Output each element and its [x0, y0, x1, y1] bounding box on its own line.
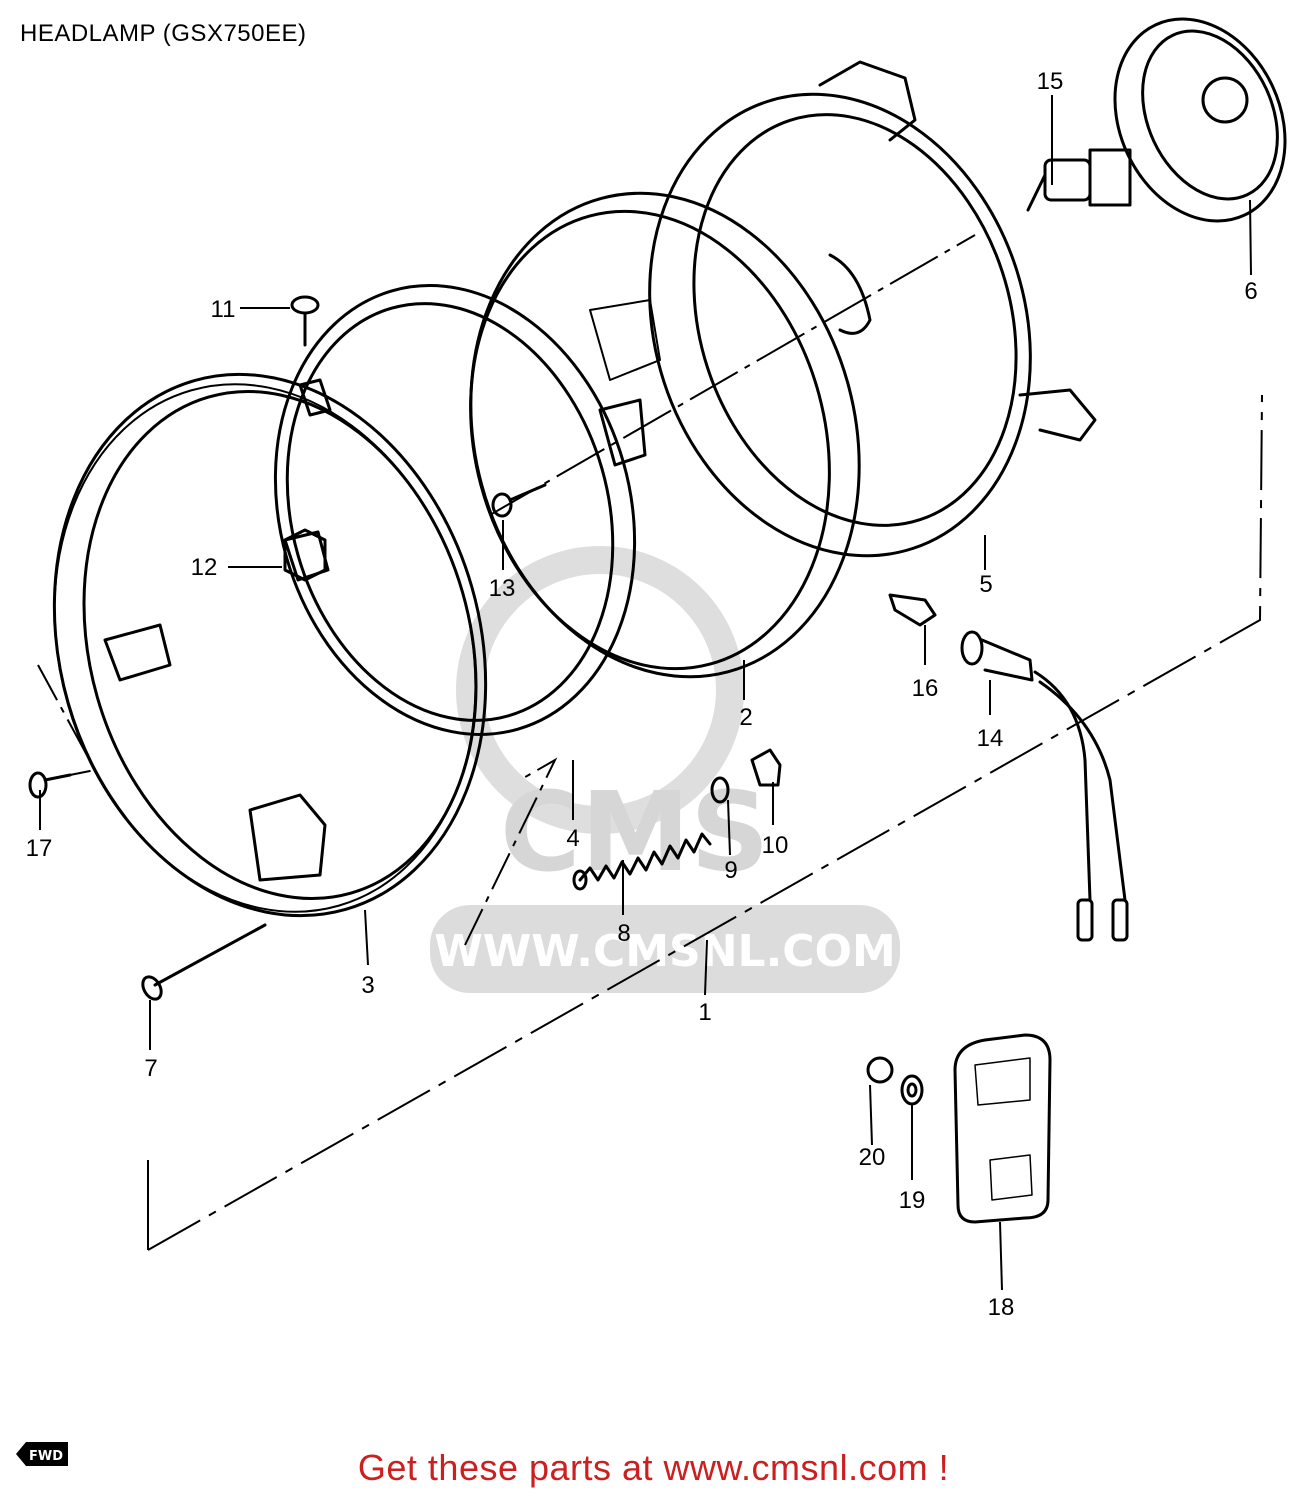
- socket-cover-part: [1113, 17, 1287, 223]
- nut-12-part: [283, 528, 327, 582]
- callout-7: 7: [144, 1055, 157, 1082]
- callout-19: 19: [899, 1187, 926, 1214]
- screw-11-part: [290, 295, 320, 347]
- spring-part: [572, 832, 712, 891]
- footer-link-text[interactable]: Get these parts at www.cmsnl.com !: [357, 1447, 950, 1488]
- reflector-part: [953, 1033, 1052, 1224]
- callout-16: 16: [912, 675, 939, 702]
- diagram-title: HEADLAMP (GSX750EE): [20, 20, 307, 47]
- inner-ring-part: [273, 284, 637, 736]
- fwd-arrow-icon: FWD: [16, 1442, 68, 1466]
- callout-10: 10: [762, 832, 789, 859]
- washer-part: [710, 776, 730, 804]
- callouts: 1 2 3 4 5 6 7 8 9 10 11 12 13 14 15 16 1…: [26, 68, 1258, 1321]
- callout-1: 1: [698, 999, 711, 1026]
- callout-17: 17: [26, 835, 53, 862]
- adjusting-screw-part: [141, 923, 267, 1001]
- callout-12: 12: [191, 554, 218, 581]
- callout-20: 20: [859, 1144, 886, 1171]
- nut-20-part: [866, 1056, 894, 1084]
- watermark-url: WWW.CMSNL.COM: [434, 926, 896, 977]
- screw-17-part: [28, 771, 72, 799]
- watermark-logo: CMS: [500, 768, 769, 896]
- callout-9: 9: [724, 857, 737, 884]
- lens-part: [469, 191, 861, 679]
- callout-13: 13: [489, 575, 516, 602]
- nut-part: [750, 748, 782, 787]
- screw-13-part: [491, 483, 547, 518]
- callout-8: 8: [617, 920, 630, 947]
- rim-part: [52, 372, 488, 918]
- callout-6: 6: [1244, 278, 1257, 305]
- callout-18: 18: [988, 1294, 1015, 1321]
- socket-lead-part: [960, 630, 1129, 942]
- callout-4: 4: [566, 825, 579, 852]
- callout-2: 2: [739, 704, 752, 731]
- position-bulb-part: [888, 593, 937, 627]
- fwd-label: FWD: [29, 1449, 63, 1464]
- washer-19-part: [900, 1074, 924, 1106]
- bulb-part: [1026, 148, 1132, 212]
- callout-14: 14: [977, 725, 1004, 752]
- callout-11: 11: [211, 296, 236, 323]
- callout-5: 5: [979, 571, 992, 598]
- housing-part: [648, 60, 1097, 558]
- callout-3: 3: [361, 972, 374, 999]
- watermark: CMS WWW.CMSNL.COM: [430, 546, 900, 993]
- leader-lines: [37, 95, 1263, 1291]
- callout-15: 15: [1037, 68, 1064, 95]
